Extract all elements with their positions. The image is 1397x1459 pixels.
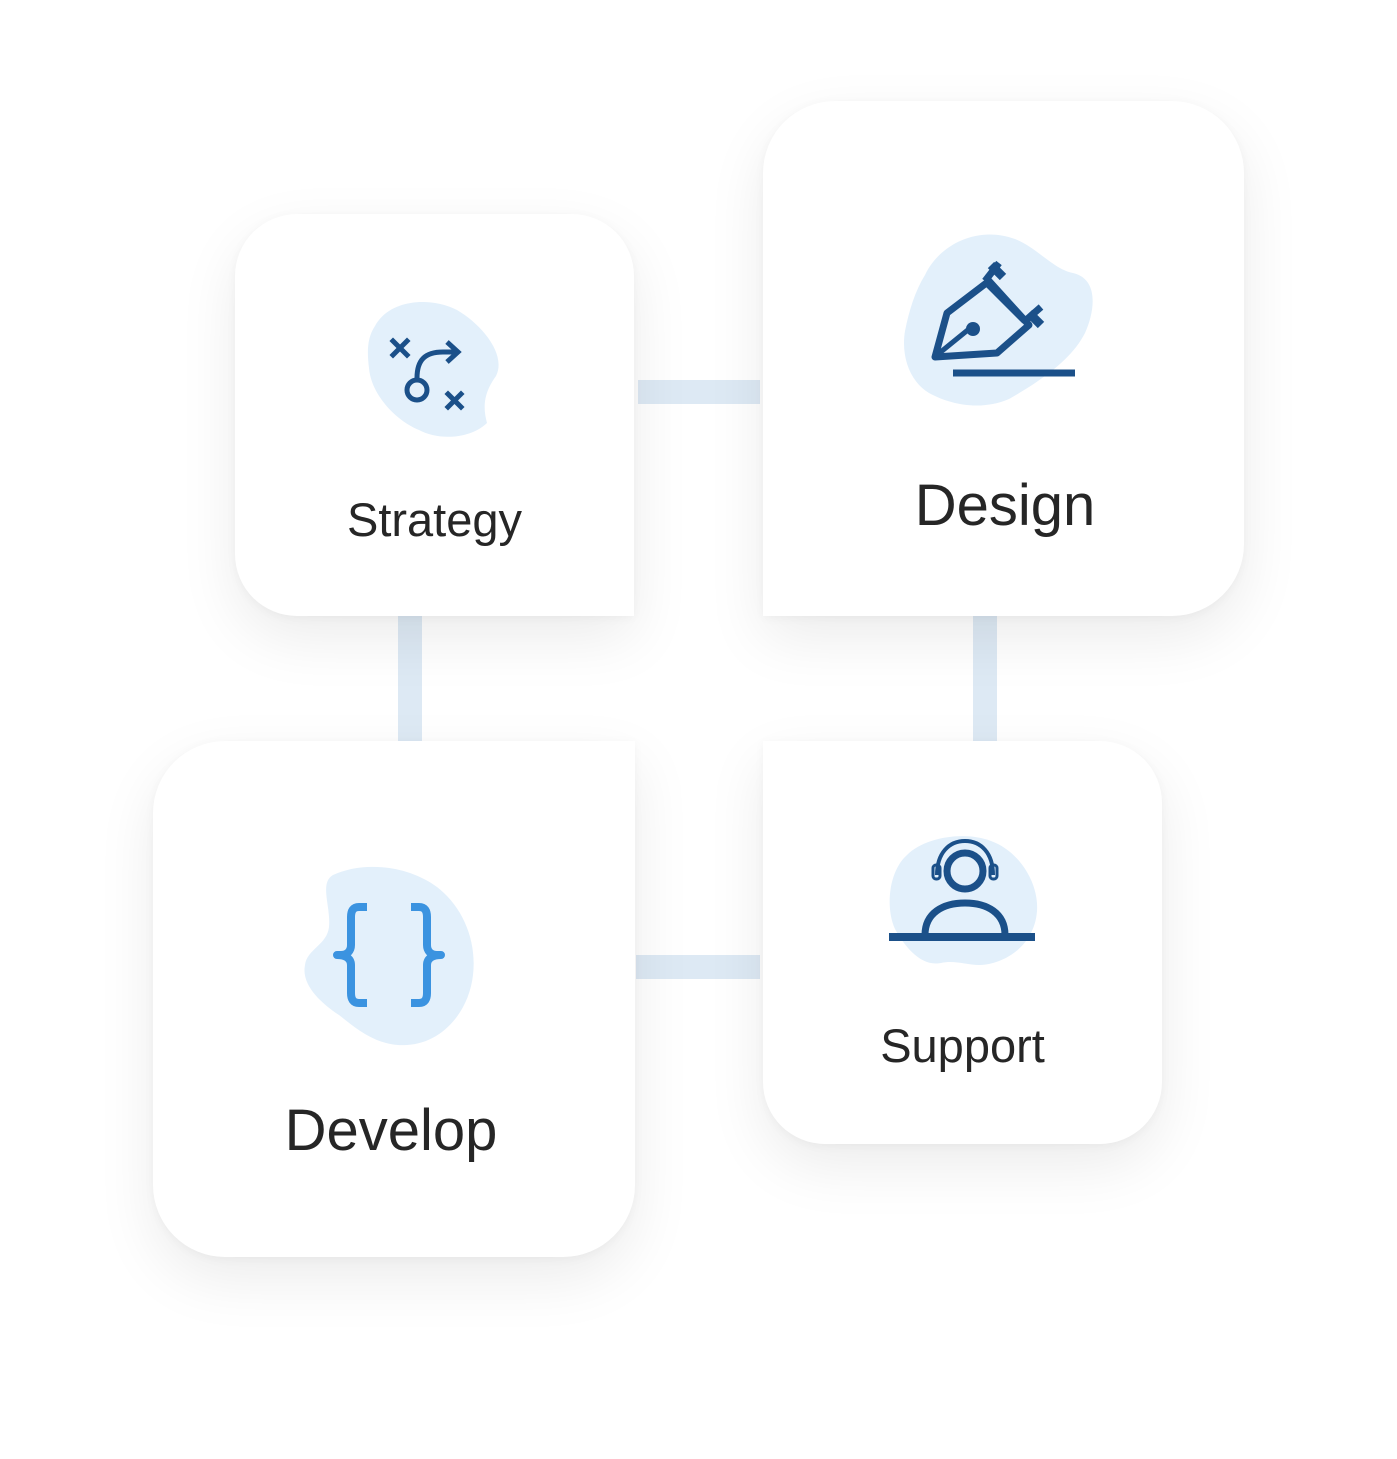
support-card[interactable]: Support: [763, 741, 1162, 1144]
code-braces-icon: [304, 866, 474, 1046]
design-card[interactable]: Design: [763, 101, 1244, 616]
connector-develop-support: [636, 955, 760, 979]
strategy-label: Strategy: [346, 493, 523, 546]
develop-label: Develop: [284, 1098, 498, 1163]
support-icon-container: [887, 835, 1038, 975]
pen-nib-icon: [904, 234, 1093, 406]
design-label: Design: [914, 473, 1096, 538]
headset-agent-icon: [889, 836, 1038, 965]
connector-design-support: [973, 616, 997, 744]
design-icon-container: [903, 231, 1103, 411]
connector-strategy-design: [638, 380, 760, 404]
strategy-play-icon: [367, 302, 499, 437]
strategy-icon-container: [365, 298, 505, 438]
develop-card[interactable]: Develop: [153, 741, 635, 1257]
connector-strategy-develop: [398, 616, 422, 744]
support-label: Support: [880, 1019, 1045, 1072]
strategy-card[interactable]: Strategy: [235, 214, 634, 616]
develop-icon-container: [303, 865, 478, 1047]
